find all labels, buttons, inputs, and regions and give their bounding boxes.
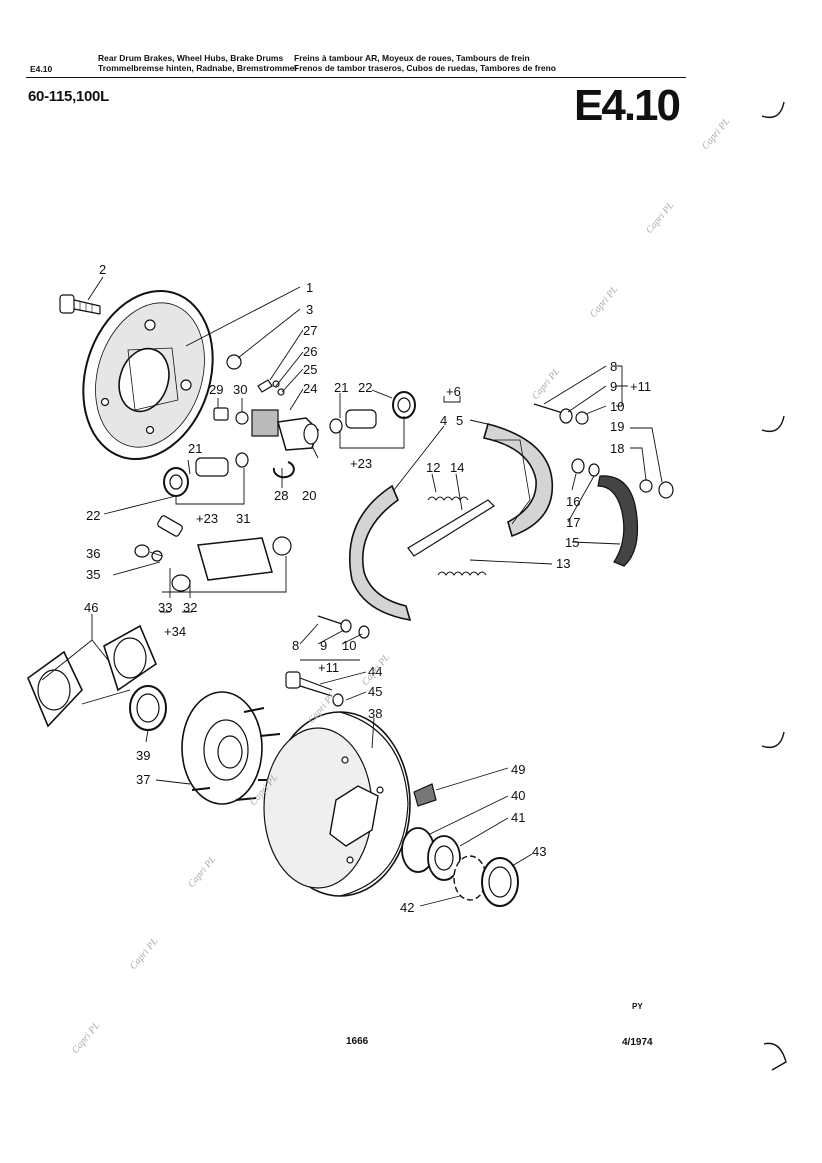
brake-shoe-right	[482, 423, 554, 538]
callout-22-upper: 22	[358, 380, 372, 395]
callout-20: 20	[302, 488, 316, 503]
callout-1: 1	[306, 280, 313, 295]
callout-17: 17	[566, 515, 580, 530]
callout-34: +34	[164, 624, 186, 639]
header-title-de: Trommelbremse hinten, Radnabe, Bremstrom…	[98, 63, 297, 73]
callout-19: 19	[610, 419, 624, 434]
callout-42: 42	[400, 900, 414, 915]
piston-set-upper	[329, 391, 416, 434]
watermark: Capri PL	[644, 200, 677, 236]
callout-3: 3	[306, 302, 313, 317]
header-rule	[26, 77, 686, 78]
watermark: Capri PL	[530, 366, 563, 402]
callout-46: 46	[84, 600, 98, 615]
parking-lever	[597, 475, 639, 567]
callout-39: 39	[136, 748, 150, 763]
callout-31: 31	[236, 511, 250, 526]
header-page-ref: E4.10	[30, 64, 53, 74]
wheel-cylinder	[251, 409, 319, 451]
header-title-es: Frenos de tambor traseros, Cubos de rued…	[294, 63, 556, 73]
callout-32: 32	[183, 600, 197, 615]
callout-5: 5	[456, 413, 463, 428]
watermark: Capri PL	[360, 652, 393, 688]
watermark: Capri PL	[128, 936, 161, 972]
callout-45: 45	[368, 684, 382, 699]
callout-23-upper: +23	[350, 456, 372, 471]
seal-plate	[27, 624, 157, 728]
callout-4: 4	[440, 413, 447, 428]
page-number: 1666	[346, 1036, 369, 1047]
piston-set-lower	[163, 452, 249, 497]
callout-25: 25	[303, 362, 317, 377]
brake-drum	[263, 711, 411, 897]
callout-35: 35	[86, 567, 100, 582]
callout-24: 24	[303, 381, 317, 396]
callout-22-lower: 22	[86, 508, 100, 523]
binding-marks	[761, 101, 787, 1071]
callout-9-upper: 9	[610, 379, 617, 394]
footer-mark: PY	[632, 1002, 643, 1011]
callout-36: 36	[86, 546, 100, 561]
callout-28: 28	[274, 488, 288, 503]
brake-shoe-left	[348, 484, 412, 622]
footer-date: 4/1974	[622, 1037, 653, 1048]
watermark: Capri PL	[588, 284, 621, 320]
callout-37: 37	[136, 772, 150, 787]
callout-11-lower: +11	[318, 660, 339, 675]
watermark: Capri PL	[70, 1020, 103, 1056]
callout-21-lower: 21	[188, 441, 202, 456]
model-range: 60-115,100L	[28, 88, 109, 105]
callout-6: +6	[446, 384, 461, 399]
callout-2: 2	[99, 262, 106, 277]
callout-49: 49	[511, 762, 525, 777]
callout-10-upper: 10	[610, 399, 624, 414]
callout-43: 43	[532, 844, 546, 859]
callout-21-upper: 21	[334, 380, 348, 395]
callout-8-upper: 8	[610, 359, 617, 374]
wheel-hub	[181, 691, 281, 805]
bleed-valve	[257, 379, 285, 396]
callout-18: 18	[610, 441, 624, 456]
callout-11-upper: +11	[630, 379, 651, 394]
callout-23-lower: +23	[196, 511, 218, 526]
callout-14: 14	[450, 460, 464, 475]
watermark: Capri PL	[186, 854, 219, 890]
bolt	[59, 294, 101, 315]
header-title-fr: Freins à tambour AR, Moyeux de roues, Ta…	[294, 53, 530, 63]
callout-15: 15	[565, 535, 579, 550]
watermark: Capri PL	[700, 116, 733, 152]
callout-38: 38	[368, 706, 382, 721]
callout-16: 16	[566, 494, 580, 509]
callout-8-lower: 8	[292, 638, 299, 653]
callout-26: 26	[303, 344, 317, 359]
callout-10-lower: 10	[342, 638, 356, 653]
callout-27: 27	[303, 323, 317, 338]
callout-29: 29	[209, 382, 223, 397]
callout-13: 13	[556, 556, 570, 571]
callout-41: 41	[511, 810, 525, 825]
backing-plate	[82, 289, 214, 461]
section-code: E4.10	[574, 81, 681, 130]
callout-40: 40	[511, 788, 525, 803]
callout-33: 33	[158, 600, 172, 615]
callout-9-lower: 9	[320, 638, 327, 653]
wheel-cylinder-assembly	[134, 515, 292, 592]
callout-44: 44	[368, 664, 382, 679]
callout-30: 30	[233, 382, 247, 397]
header-title-en: Rear Drum Brakes, Wheel Hubs, Brake Drum…	[98, 53, 284, 63]
callout-12: 12	[426, 460, 440, 475]
